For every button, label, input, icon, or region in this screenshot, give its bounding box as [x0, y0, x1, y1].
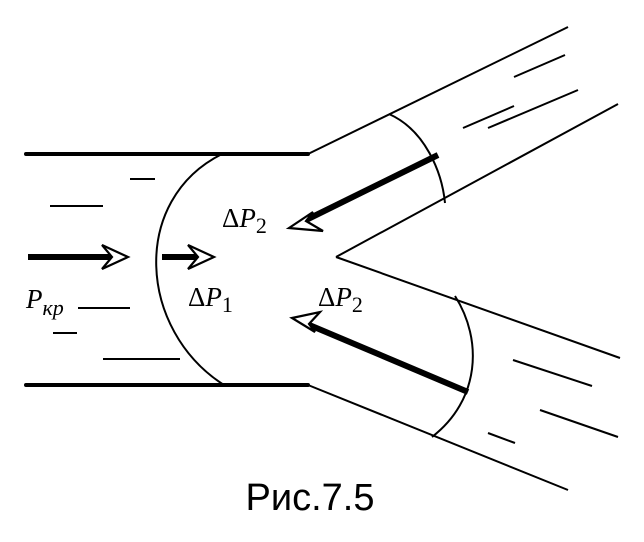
- dp2-lower-label-main: P: [334, 282, 352, 312]
- dp2-upper-label-delta: Δ: [222, 203, 239, 233]
- dp1-label: ΔP1: [188, 282, 233, 317]
- lower-branch-outer-wall: [307, 384, 569, 491]
- lower-branch-hatching: [487, 359, 619, 444]
- upper-branch-section-curve: [388, 113, 446, 204]
- main-pipe-hatching: [50, 178, 180, 360]
- dp1-label-main: P: [204, 282, 222, 312]
- dp2-upper-label-main: P: [238, 203, 256, 233]
- dp2-lower-arrow: [289, 310, 470, 395]
- lower-branch-section-curve: [431, 295, 474, 438]
- lower-branch-inner-wall: [335, 256, 621, 359]
- upper-branch-inner-wall: [335, 103, 619, 258]
- dp2-lower-label: ΔP2: [318, 282, 363, 317]
- upper-branch-hatching: [462, 54, 579, 129]
- p-kr-label-sub: кр: [43, 295, 64, 320]
- figure-caption: Рис.7.5: [246, 477, 375, 519]
- p-kr-label: Pкр: [25, 284, 64, 320]
- dp2-lower-label-sub: 2: [352, 292, 363, 317]
- upper-branch-outer-wall: [307, 26, 569, 155]
- dp1-arrow: [162, 244, 217, 270]
- main-section-curve: [155, 153, 225, 386]
- dp2-lower-label-delta: Δ: [318, 282, 335, 312]
- dp1-label-delta: Δ: [188, 282, 205, 312]
- dp2-upper-arrow: [285, 152, 440, 233]
- p-kr-label-main: P: [25, 284, 43, 314]
- dp1-label-sub: 1: [222, 292, 233, 317]
- p-kr-arrow: [28, 244, 131, 270]
- dp2-upper-label: ΔP2: [222, 203, 267, 238]
- dp2-upper-label-sub: 2: [256, 213, 267, 238]
